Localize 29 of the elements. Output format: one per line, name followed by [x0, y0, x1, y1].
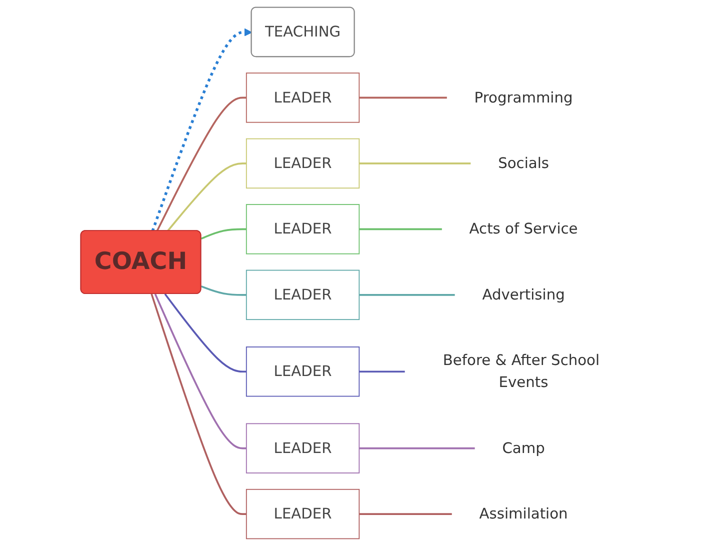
node-box: LEADER — [246, 72, 360, 123]
node-text: Socials — [498, 154, 550, 172]
connector — [359, 370, 405, 373]
node-text: Programming — [474, 88, 573, 106]
node-text: Assimilation — [479, 504, 568, 522]
node-text: Camp — [502, 439, 545, 457]
connector — [359, 513, 452, 515]
connector — [359, 447, 475, 450]
connector — [154, 294, 246, 450]
connector — [200, 228, 246, 240]
node-box: LEADER — [246, 270, 360, 320]
connector — [359, 162, 471, 164]
connector — [359, 96, 447, 99]
connector — [150, 294, 246, 515]
node-box: LEADER — [246, 204, 360, 254]
connector — [166, 162, 246, 232]
node-text: Acts of Service — [469, 220, 578, 238]
node-text: Before & After School Events — [442, 352, 600, 391]
connector — [164, 293, 246, 373]
node-box: LEADER — [246, 423, 360, 474]
connector — [359, 228, 442, 230]
connector — [156, 96, 246, 232]
arrow — [151, 28, 252, 232]
node-box: LEADER — [246, 138, 360, 189]
connector — [200, 285, 246, 296]
node-box: LEADER — [246, 346, 360, 397]
node-text: Advertising — [482, 286, 565, 304]
connector — [359, 294, 455, 296]
node-box: LEADER — [246, 488, 360, 540]
